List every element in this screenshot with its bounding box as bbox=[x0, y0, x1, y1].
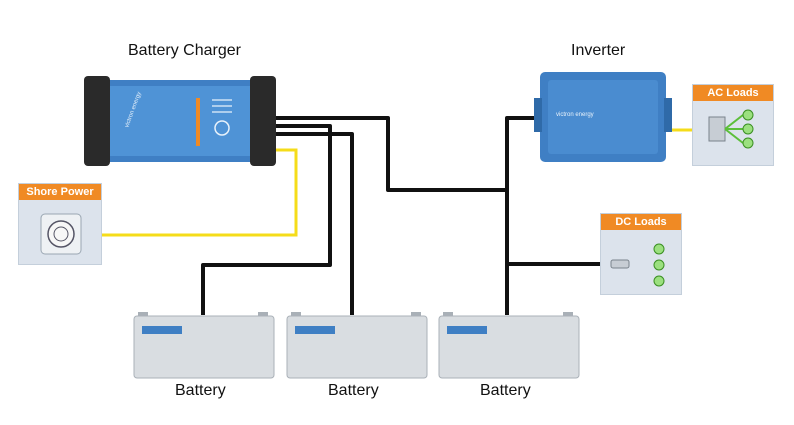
dc-loads-card: DC Loads bbox=[600, 213, 682, 295]
shore-power-socket-icon bbox=[40, 213, 82, 255]
battery-2-label: Battery bbox=[328, 382, 379, 399]
wire-charger-to-battery-2 bbox=[272, 132, 354, 315]
dc-fuse-icon bbox=[610, 243, 665, 287]
wire-charger-to-battery-1 bbox=[201, 124, 332, 315]
battery-2 bbox=[286, 312, 428, 379]
wire-charger-to-inverter bbox=[272, 116, 540, 192]
battery-3-label: Battery bbox=[480, 382, 531, 399]
inverter-label: Inverter bbox=[571, 42, 626, 59]
ac-loads-card: AC Loads bbox=[692, 84, 774, 166]
shore-power-card: Shore Power bbox=[18, 183, 102, 265]
ac-distribution-icon bbox=[708, 109, 754, 149]
battery-3 bbox=[438, 312, 580, 379]
battery-1 bbox=[133, 312, 275, 379]
dc-loads-title: DC Loads bbox=[601, 214, 681, 230]
shore-power-title: Shore Power bbox=[19, 184, 101, 200]
wire-shore-to-charger bbox=[100, 148, 298, 237]
svg-text:victron energy: victron energy bbox=[556, 112, 594, 118]
battery-1-label: Battery bbox=[175, 382, 226, 399]
battery-charger-label: Battery Charger bbox=[128, 42, 241, 59]
ac-loads-title: AC Loads bbox=[693, 85, 773, 101]
